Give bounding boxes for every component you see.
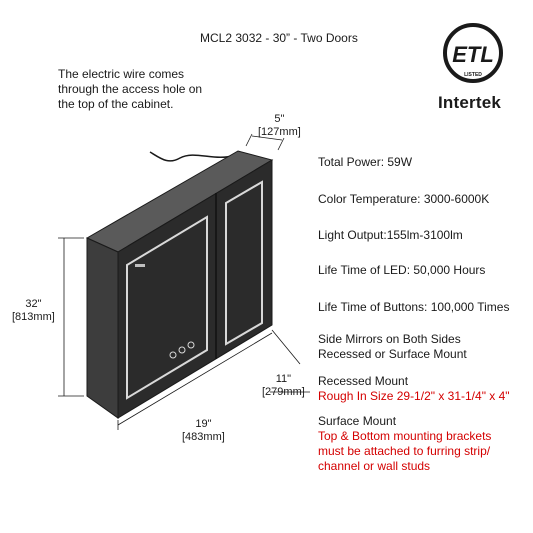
spec-total-power: Total Power: 59W (318, 155, 413, 169)
spec-buttons-life: Life Time of Buttons: 100,000 Times (318, 300, 510, 314)
cabinet-side-face (86, 237, 119, 419)
surface-mount-heading: Surface Mount (318, 414, 397, 428)
rough-depth-dimension-label: 11" [279mm] (262, 373, 305, 399)
width-dimension-label: 19" [483mm] (182, 418, 225, 444)
spec-led-life: Life Time of LED: 50,000 Hours (318, 263, 486, 277)
spec-color-temperature: Color Temperature: 3000-6000K (318, 192, 490, 206)
surface-mount-detail-line: Top & Bottom mounting brackets (318, 429, 492, 443)
height-dimension-label: 32" [813mm] (12, 298, 55, 324)
recessed-mount-detail: Rough In Size 29-1/2" x 31-1/4" x 4" (318, 389, 510, 403)
etl-listed-logo: ETL LISTED (443, 23, 503, 83)
spec-recessed-mount: Recessed Mount Rough In Size 29-1/2" x 3… (318, 374, 510, 404)
left-door-led-frame (126, 215, 208, 400)
rough-depth-mm: [279mm] (262, 386, 305, 398)
height-mm: [813mm] (12, 311, 55, 323)
wire-note-line: through the access hole on (58, 82, 203, 96)
intertek-wordmark: Intertek (438, 93, 502, 112)
rough-depth-extension-line (271, 329, 301, 365)
spec-surface-mount: Surface Mount Top & Bottom mounting brac… (318, 414, 491, 474)
electric-wire (149, 151, 236, 162)
depth-mm: [127mm] (258, 126, 301, 138)
touch-button-icon (169, 351, 177, 359)
touch-button-icon (187, 341, 195, 349)
etl-mark-text: ETL (452, 42, 494, 67)
surface-mount-detail-line: channel or wall studs (318, 459, 431, 473)
spec-light-output: Light Output:155lm-3100lm (318, 228, 463, 242)
etl-circle (443, 23, 503, 83)
product-title: MCL2 3032 - 30” - Two Doors (200, 31, 358, 45)
door-label-mark (135, 264, 145, 267)
surface-mount-detail-line: must be attached to furring strip/ (318, 444, 491, 458)
recessed-mount-heading: Recessed Mount (318, 374, 409, 388)
touch-button-icon (178, 346, 186, 354)
depth-extension-line (277, 137, 285, 151)
depth-dimension-line (251, 135, 283, 141)
width-mm: [483mm] (182, 431, 225, 443)
height-inches: 32" (25, 298, 42, 310)
spec-side-mirrors-line: Side Mirrors on Both Sides (318, 332, 461, 346)
etl-listed-text: LISTED (464, 72, 482, 78)
wire-note: The electric wire comes through the acce… (58, 67, 202, 112)
wire-note-line: the top of the cabinet. (58, 97, 174, 111)
depth-dimension-label: 5" [127mm] (258, 113, 301, 139)
depth-inches: 5" (274, 113, 285, 125)
wire-note-line: The electric wire comes (58, 67, 185, 81)
width-dimension-line (117, 332, 273, 426)
spec-side-mirrors: Side Mirrors on Both Sides Recessed or S… (318, 332, 467, 362)
right-door-led-frame (225, 180, 263, 346)
rough-depth-inches: 11" (275, 373, 292, 385)
depth-extension-line (245, 133, 253, 147)
spec-side-mirrors-line: Recessed or Surface Mount (318, 347, 467, 361)
cabinet-front-face (117, 159, 273, 419)
width-inches: 19" (195, 418, 212, 430)
